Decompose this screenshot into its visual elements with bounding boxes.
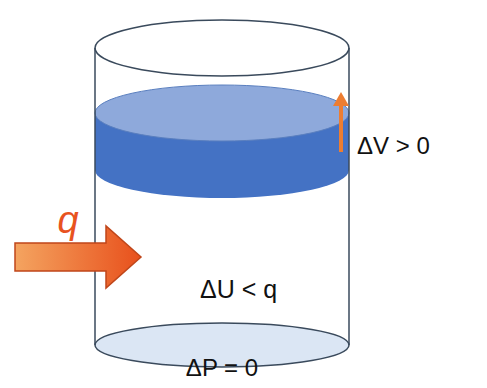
cylinder-wall xyxy=(94,48,96,345)
heat-symbol: q xyxy=(57,200,78,242)
cylinder-rim xyxy=(95,20,349,76)
volume-change: ΔV > 0 xyxy=(357,133,430,159)
piston-top xyxy=(95,85,349,141)
volume-arrow xyxy=(339,104,343,152)
pressure-change: ΔP = 0 xyxy=(186,355,258,381)
energy-change: ΔU < q xyxy=(200,276,277,304)
volume-arrowhead xyxy=(333,92,349,106)
cylinder-wall xyxy=(348,48,350,345)
